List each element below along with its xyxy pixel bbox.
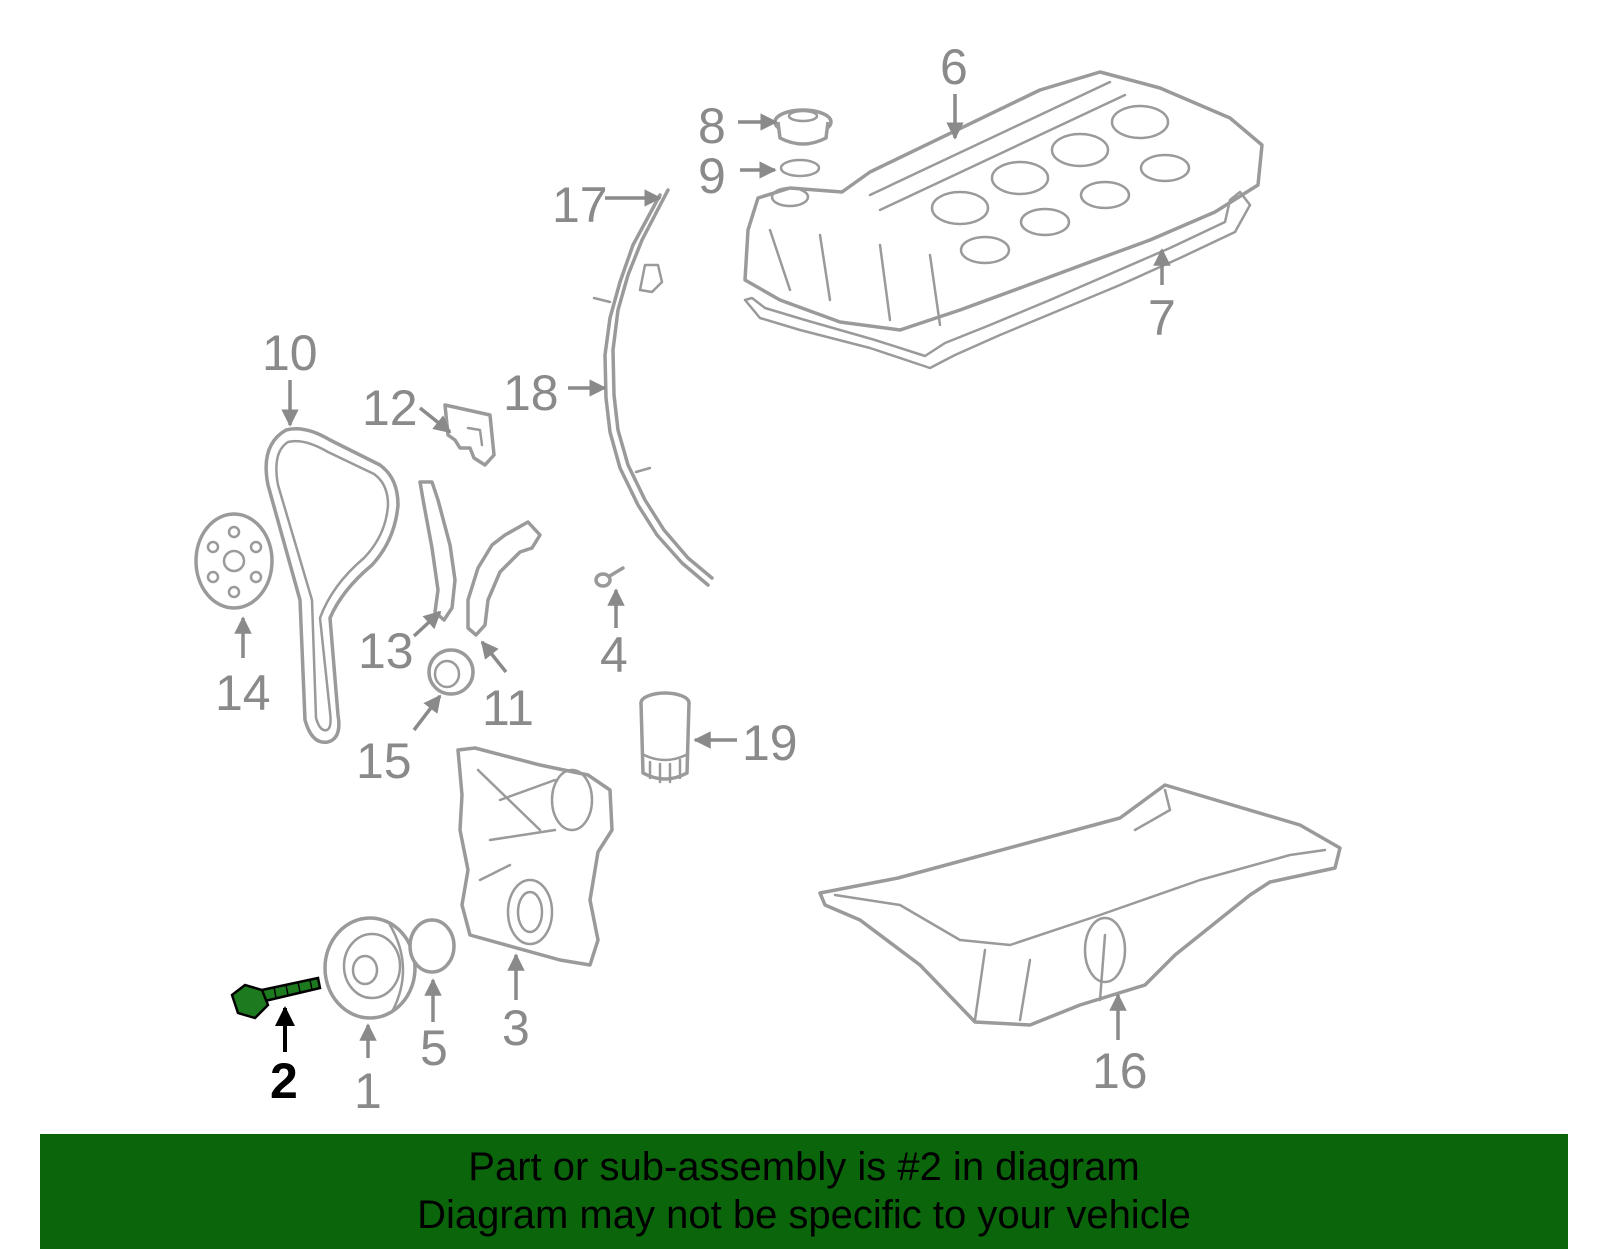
part-oil-filter[interactable] xyxy=(639,691,691,784)
callout-1[interactable]: 1 xyxy=(354,1063,382,1119)
callout-18[interactable]: 18 xyxy=(503,365,559,421)
part-timing-chain[interactable] xyxy=(264,427,400,745)
callout-16[interactable]: 16 xyxy=(1092,1043,1148,1099)
callout-5[interactable]: 5 xyxy=(420,1020,448,1076)
callout-12[interactable]: 12 xyxy=(362,380,418,436)
part-small-bolt[interactable] xyxy=(594,566,625,588)
callout-15[interactable]: 15 xyxy=(356,733,412,789)
part-valve-cover[interactable] xyxy=(743,70,1264,332)
info-banner: Part or sub-assembly is #2 in diagram Di… xyxy=(40,1134,1568,1249)
callout-19[interactable]: 19 xyxy=(742,715,798,771)
callout-14[interactable]: 14 xyxy=(215,665,271,721)
arrow-11 xyxy=(480,640,508,674)
part-chain-guide[interactable] xyxy=(418,480,457,622)
callout-13[interactable]: 13 xyxy=(358,623,414,679)
callout-2[interactable]: 2 xyxy=(270,1053,298,1109)
banner-line-1: Part or sub-assembly is #2 in diagram xyxy=(468,1145,1140,1189)
part-dipstick[interactable] xyxy=(592,188,714,587)
callout-7[interactable]: 7 xyxy=(1148,290,1176,346)
banner-line-2: Diagram may not be specific to your vehi… xyxy=(417,1193,1191,1237)
callout-8[interactable]: 8 xyxy=(698,98,726,154)
callout-10[interactable]: 10 xyxy=(262,325,318,381)
part-tensioner-bracket[interactable] xyxy=(443,403,496,467)
callout-17[interactable]: 17 xyxy=(552,177,608,233)
callout-11[interactable]: 11 xyxy=(482,680,534,736)
part-oil-filler-cap[interactable] xyxy=(773,108,833,146)
part-crank-sprocket[interactable] xyxy=(427,648,475,696)
part-valve-cover-gasket[interactable] xyxy=(743,190,1252,370)
callout-6[interactable]: 6 xyxy=(940,39,968,95)
callout-9[interactable]: 9 xyxy=(698,148,726,204)
part-crank-pulley[interactable] xyxy=(323,916,417,1020)
part-crank-bolt[interactable] xyxy=(230,976,322,1020)
part-front-seal[interactable] xyxy=(408,918,456,974)
arrow-15 xyxy=(412,694,442,732)
part-tensioner-arm[interactable] xyxy=(466,520,542,637)
arrow-12 xyxy=(418,406,452,434)
part-timing-cover[interactable] xyxy=(456,746,614,967)
part-o-ring[interactable] xyxy=(779,158,821,178)
arrow-13 xyxy=(412,610,442,638)
part-crank-sprocket-plate[interactable] xyxy=(194,512,274,610)
part-oil-pan[interactable] xyxy=(818,783,1342,1027)
callout-3[interactable]: 3 xyxy=(502,1000,530,1056)
callout-4[interactable]: 4 xyxy=(600,627,628,683)
